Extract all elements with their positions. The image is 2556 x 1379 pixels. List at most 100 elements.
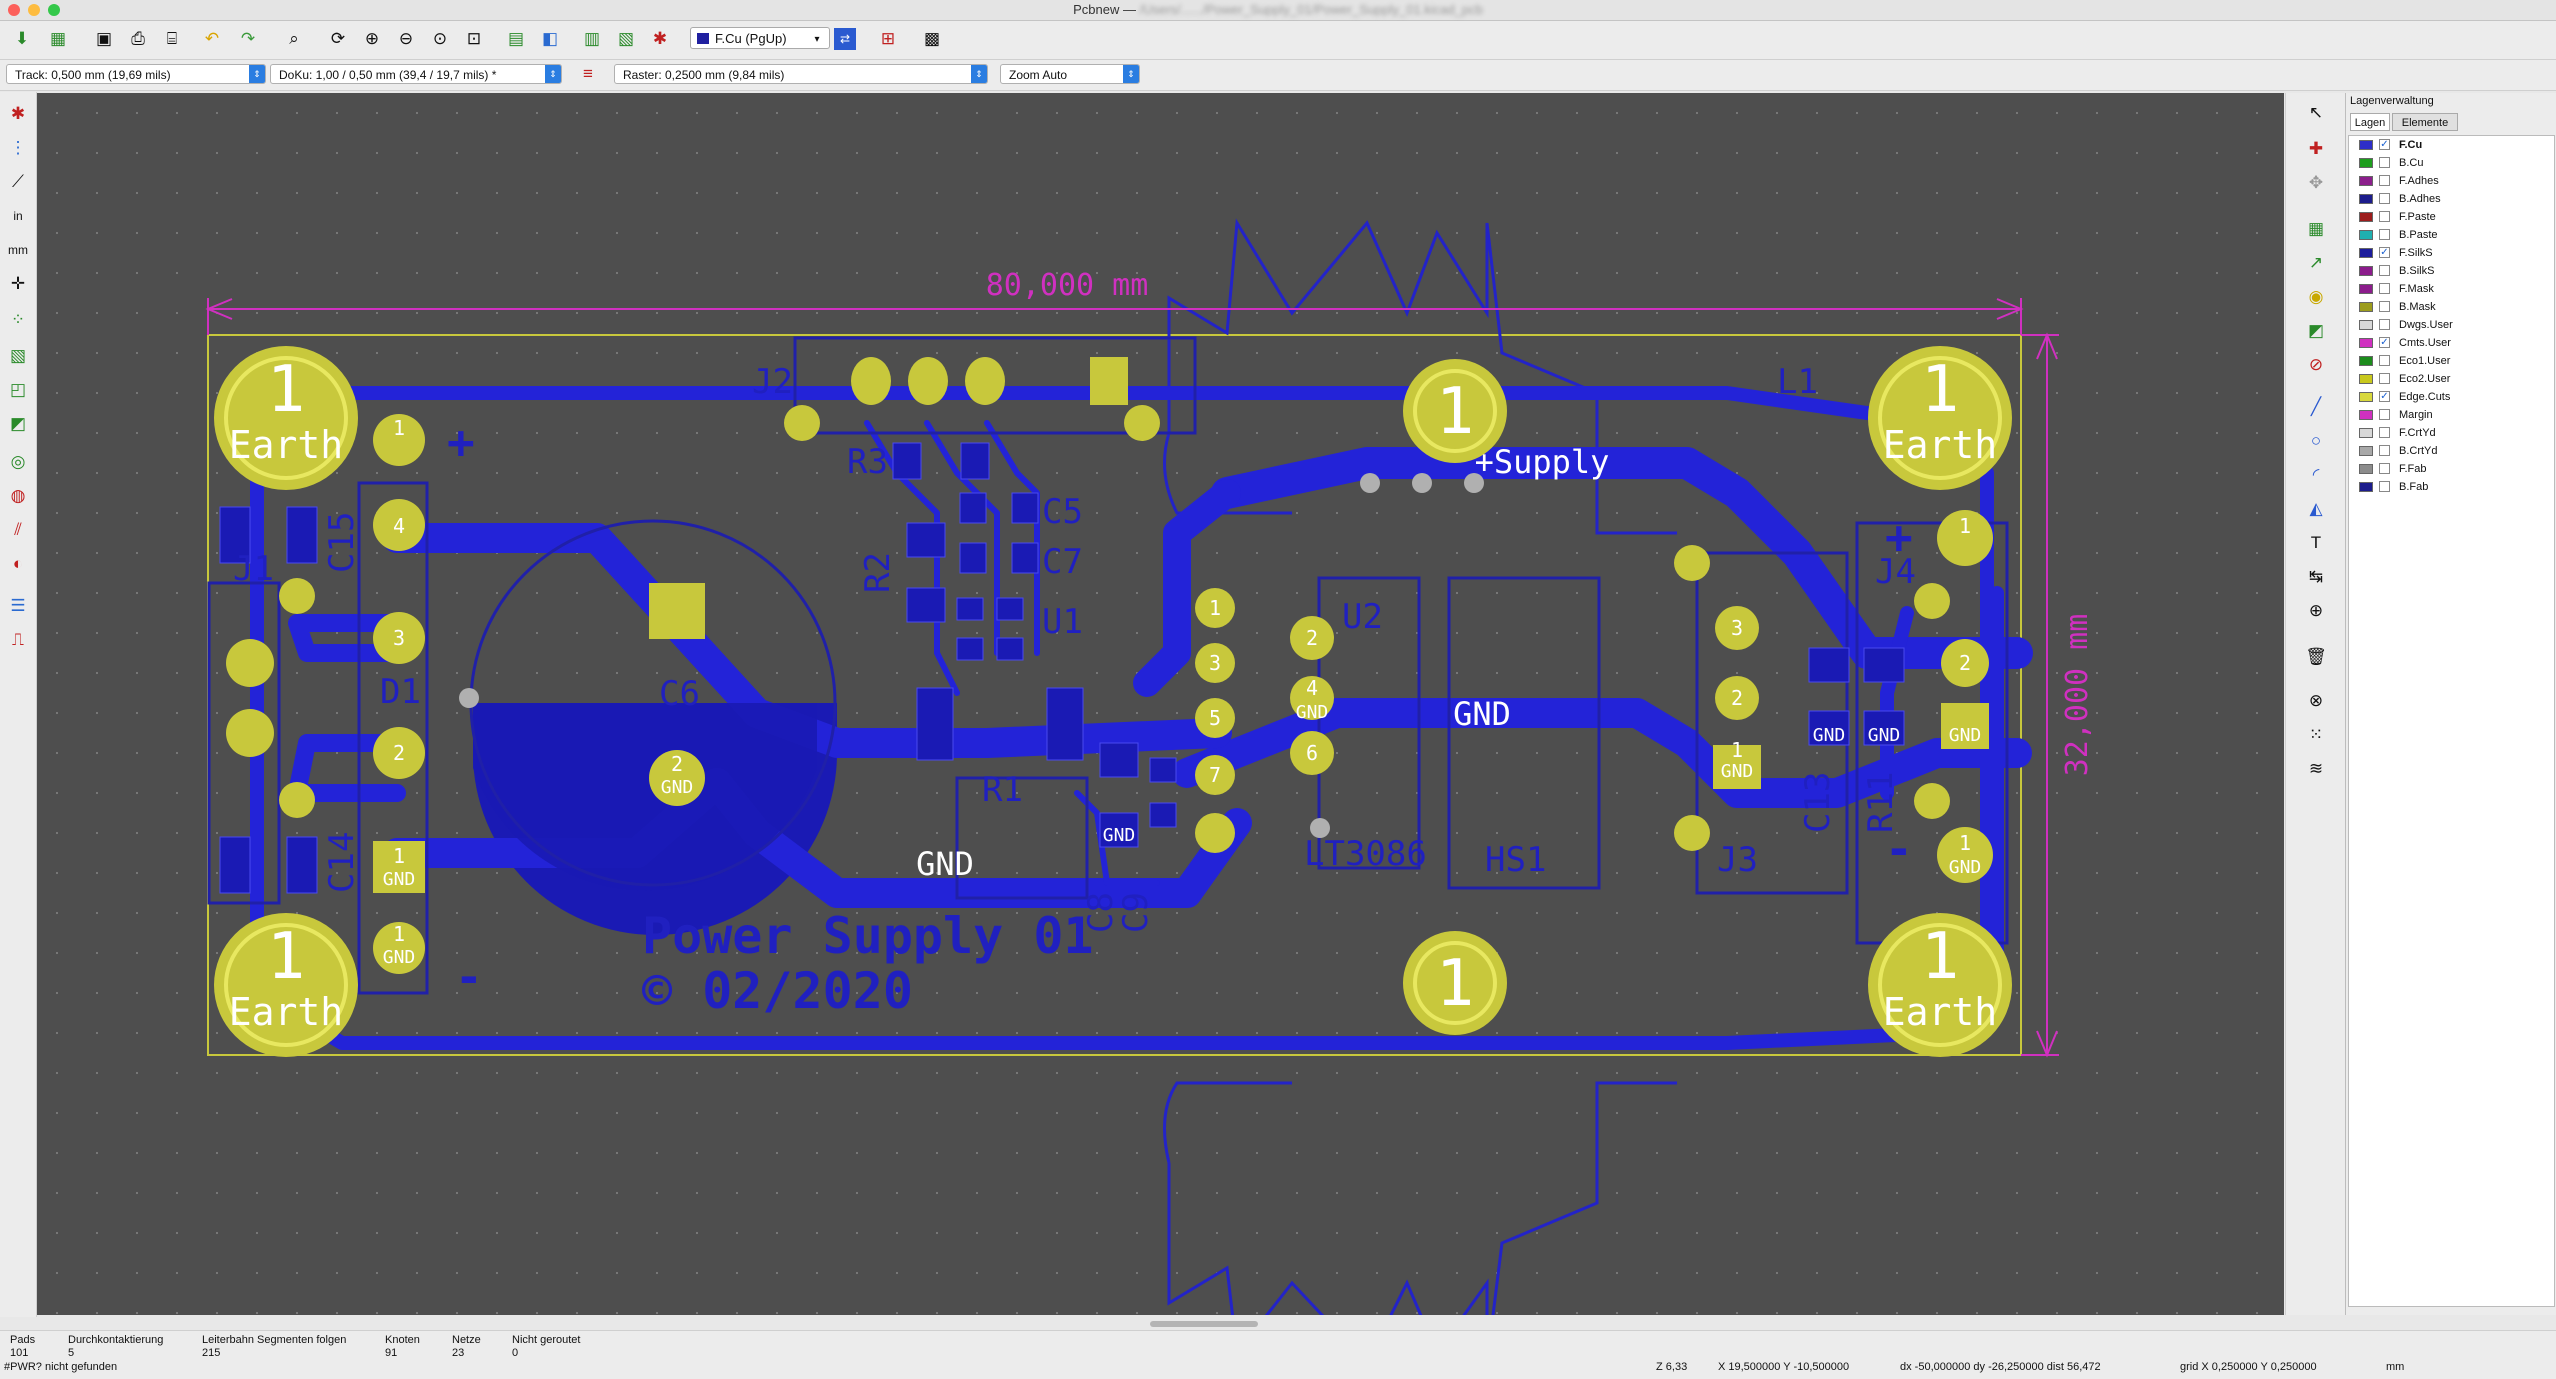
zoom-fit-icon[interactable]: ⊙: [432, 29, 448, 48]
layer-row[interactable]: F.CrtYd: [2349, 424, 2549, 442]
layer-row[interactable]: B.Mask: [2349, 298, 2549, 316]
footprint-editor-icon[interactable]: ▤: [507, 29, 525, 48]
close-window-button[interactable]: [8, 4, 20, 16]
grid-select[interactable]: Raster: 0,2500 mm (9,84 mils) ⇕: [614, 64, 988, 84]
print-icon[interactable]: ⎙: [131, 29, 145, 48]
python-console-icon[interactable]: ▩: [923, 29, 941, 48]
layer-visibility-checkbox[interactable]: [2379, 211, 2390, 222]
grid-toggle-icon[interactable]: ⋮: [9, 138, 27, 157]
layer-row[interactable]: B.Cu: [2349, 154, 2549, 172]
horizontal-scrollbar[interactable]: [1150, 1321, 1258, 1327]
layer-row[interactable]: B.Paste: [2349, 226, 2549, 244]
netlist-icon[interactable]: ▥: [583, 29, 601, 48]
layer-color-swatch[interactable]: [2359, 428, 2373, 438]
zoom-out-icon[interactable]: ⊖: [398, 29, 414, 48]
track-width-select[interactable]: Track: 0,500 mm (19,69 mils) ⇕: [6, 64, 266, 84]
footprint-viewer-icon[interactable]: ◧: [541, 29, 559, 48]
chevron-down-icon[interactable]: ▾: [814, 33, 820, 45]
tab-layers[interactable]: Lagen: [2350, 113, 2390, 131]
layer-row[interactable]: B.CrtYd: [2349, 442, 2549, 460]
select-tool-icon[interactable]: ↖: [2308, 103, 2324, 122]
layer-visibility-checkbox[interactable]: [2379, 265, 2390, 276]
layer-color-swatch[interactable]: [2359, 284, 2373, 294]
page-settings-icon[interactable]: ▣: [95, 29, 113, 48]
layer-visibility-checkbox[interactable]: [2379, 481, 2390, 492]
layer-row[interactable]: ✓Cmts.User: [2349, 334, 2549, 352]
layer-color-swatch[interactable]: [2359, 464, 2373, 474]
add-dimension-icon[interactable]: ↹: [2308, 567, 2324, 586]
layer-row[interactable]: F.Fab: [2349, 460, 2549, 478]
scripting-icon[interactable]: ⊞: [880, 29, 896, 48]
high-contrast-icon[interactable]: ◐: [12, 554, 24, 573]
cursor-shape-icon[interactable]: ✛: [10, 274, 26, 293]
layer-row[interactable]: Eco1.User: [2349, 352, 2549, 370]
zoom-selection-icon[interactable]: ⊡: [466, 29, 482, 48]
layer-row[interactable]: ✓Edge.Cuts: [2349, 388, 2549, 406]
polar-coords-icon[interactable]: ⟋: [12, 172, 24, 191]
layer-color-swatch[interactable]: [2359, 374, 2373, 384]
layer-visibility-checkbox[interactable]: [2379, 283, 2390, 294]
show-zones-icon[interactable]: ▧: [9, 346, 27, 365]
keepout-area-icon[interactable]: ⊘: [2308, 355, 2324, 374]
layer-visibility-checkbox[interactable]: [2379, 373, 2390, 384]
layer-visibility-checkbox[interactable]: ✓: [2379, 139, 2390, 150]
layer-row[interactable]: ✓F.Cu: [2349, 136, 2549, 154]
drc-icon[interactable]: ▧: [617, 29, 635, 48]
set-drill-origin-icon[interactable]: ⊗: [2308, 691, 2324, 710]
layer-color-swatch[interactable]: [2359, 248, 2373, 258]
layer-color-swatch[interactable]: [2359, 212, 2373, 222]
layer-color-swatch[interactable]: [2359, 356, 2373, 366]
layer-color-swatch[interactable]: [2359, 320, 2373, 330]
zoom-select[interactable]: Zoom Auto ⇕: [1000, 64, 1140, 84]
layer-row[interactable]: Dwgs.User: [2349, 316, 2549, 334]
layer-visibility-checkbox[interactable]: [2379, 319, 2390, 330]
plot-icon[interactable]: ⌸: [166, 29, 178, 48]
layer-color-swatch[interactable]: [2359, 176, 2373, 186]
layer-row[interactable]: F.Paste: [2349, 208, 2549, 226]
layer-color-swatch[interactable]: [2359, 338, 2373, 348]
redo-icon[interactable]: ↷: [240, 29, 256, 48]
layer-visibility-checkbox[interactable]: [2379, 157, 2390, 168]
redraw-icon[interactable]: ⟳: [330, 29, 346, 48]
zoom-in-icon[interactable]: ⊕: [364, 29, 380, 48]
add-line-icon[interactable]: ╱: [2310, 397, 2322, 416]
find-icon[interactable]: ⌕: [289, 29, 299, 48]
layer-color-swatch[interactable]: [2359, 482, 2373, 492]
layer-row[interactable]: B.Fab: [2349, 478, 2549, 496]
layer-visibility-checkbox[interactable]: [2379, 301, 2390, 312]
layer-row[interactable]: F.Adhes: [2349, 172, 2549, 190]
pcb-canvas[interactable]: 80,000 mm 32,000 mm 1 1 1 1 1 1 Earth Ea…: [37, 93, 2284, 1315]
layer-visibility-checkbox[interactable]: [2379, 355, 2390, 366]
add-circle-icon[interactable]: ○: [2310, 431, 2322, 450]
layer-pair-icon[interactable]: ⇄: [834, 28, 856, 50]
layer-visibility-checkbox[interactable]: ✓: [2379, 391, 2390, 402]
layer-visibility-checkbox[interactable]: ✓: [2379, 247, 2390, 258]
add-text-icon[interactable]: T: [2310, 533, 2322, 552]
zone-outline-icon[interactable]: ◰: [9, 380, 27, 399]
save-board-icon[interactable]: ⬇: [14, 29, 30, 48]
ratsnest-icon[interactable]: ⁘: [10, 310, 26, 329]
via-size-select[interactable]: DoKu: 1,00 / 0,50 mm (39,4 / 19,7 mils) …: [270, 64, 562, 84]
undo-icon[interactable]: ↶: [204, 29, 220, 48]
add-polygon-icon[interactable]: ◭: [2309, 499, 2323, 518]
bug-icon[interactable]: ✱: [652, 29, 668, 48]
zone-fill-icon[interactable]: ◩: [9, 414, 27, 433]
add-zone-icon[interactable]: ◩: [2307, 321, 2325, 340]
layer-color-swatch[interactable]: [2359, 266, 2373, 276]
highlight-net-icon[interactable]: ✚: [2308, 139, 2324, 158]
minimize-window-button[interactable]: [28, 4, 40, 16]
auto-track-width-icon[interactable]: ≡: [583, 64, 593, 83]
layer-color-swatch[interactable]: [2359, 230, 2373, 240]
layer-select[interactable]: F.Cu (PgUp): [690, 27, 830, 49]
layer-visibility-checkbox[interactable]: [2379, 229, 2390, 240]
add-arc-icon[interactable]: ◜: [2312, 465, 2320, 484]
track-sketch-icon[interactable]: ⫽: [14, 520, 22, 539]
layer-visibility-checkbox[interactable]: [2379, 427, 2390, 438]
layer-color-swatch[interactable]: [2359, 446, 2373, 456]
layer-visibility-checkbox[interactable]: [2379, 445, 2390, 456]
via-sketch-icon[interactable]: ◍: [10, 486, 26, 505]
pad-sketch-icon[interactable]: ◎: [10, 452, 26, 471]
route-track-icon[interactable]: ↗: [2308, 253, 2324, 272]
layer-visibility-checkbox[interactable]: ✓: [2379, 337, 2390, 348]
layer-row[interactable]: B.Adhes: [2349, 190, 2549, 208]
